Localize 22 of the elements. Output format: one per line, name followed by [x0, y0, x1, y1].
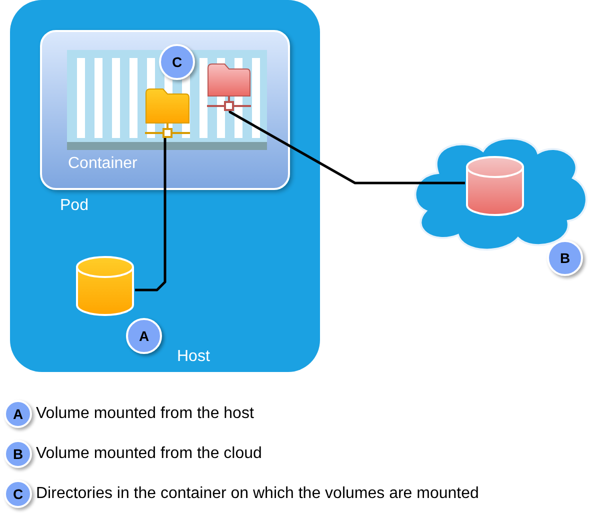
callout-letter: C — [172, 54, 182, 70]
callout-letter: B — [560, 250, 570, 266]
pod-label: Pod — [60, 197, 88, 215]
callout-badge — [547, 240, 583, 276]
connector-line — [228, 110, 465, 184]
host-label: Host — [177, 348, 210, 366]
callout-badge — [126, 318, 162, 354]
legend-text: Volume mounted from the cloud — [36, 445, 262, 463]
container-box — [40, 30, 290, 190]
database-cylinder — [75, 255, 135, 317]
callout-letter: A — [12, 406, 24, 422]
shared-folder-icon — [207, 62, 251, 112]
legend-text: Volume mounted from the host — [36, 405, 254, 423]
callout-letter: C — [12, 486, 24, 502]
connector-line — [135, 137, 166, 292]
container-label: Container — [68, 155, 138, 173]
callout-letter: B — [12, 446, 24, 462]
database-cylinder — [465, 155, 525, 217]
host-box — [10, 0, 320, 372]
callout-letter: A — [138, 328, 150, 344]
shared-folder-icon — [145, 87, 190, 139]
legend-text: Directories in the container on which the volumes are mounted — [36, 485, 479, 503]
